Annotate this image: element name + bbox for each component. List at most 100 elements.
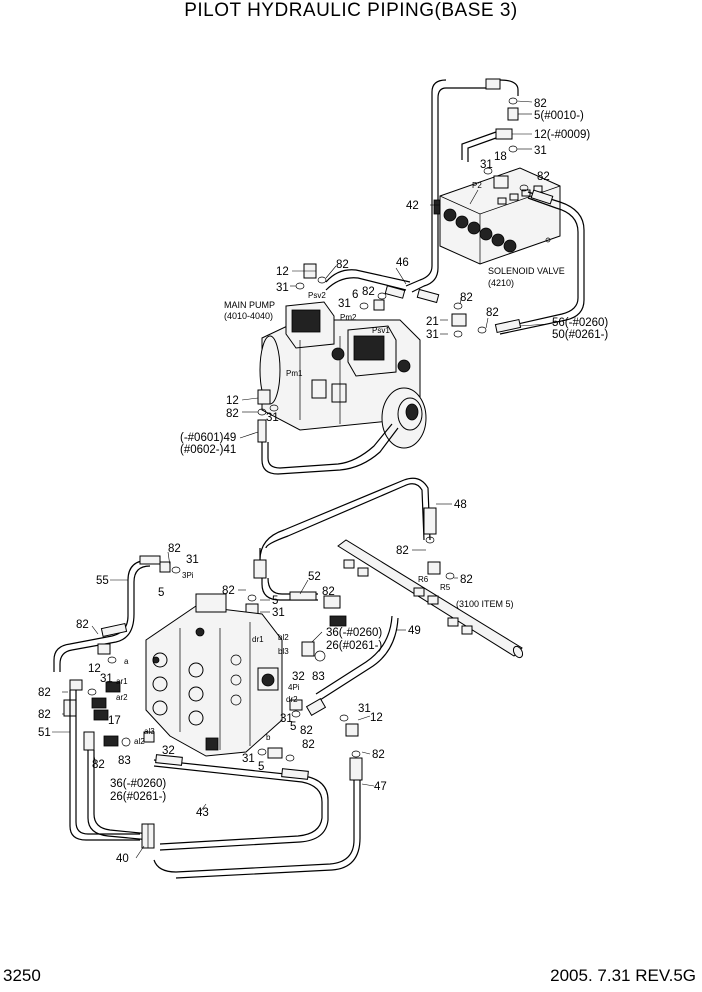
fitting-21 <box>451 313 467 327</box>
hose-49-upper-inner <box>267 423 393 469</box>
callout-82-h: 82 <box>322 586 335 598</box>
callout-36-b: 36(-#0260) <box>110 778 166 790</box>
label-port-psv2: Psv2 <box>308 291 326 300</box>
hose-52-fitting <box>289 591 317 601</box>
revision-stamp: 2005. 7.31 REV.5G <box>550 966 696 985</box>
callout-6: 6 <box>352 289 358 301</box>
callout-5-top: 5(#0010-) <box>534 110 584 122</box>
label-item-ref: (3100 ITEM 5) <box>456 599 514 609</box>
callout-31-left: 31 <box>100 673 113 685</box>
oring-31-m <box>291 710 301 718</box>
fitting-r6 <box>427 561 441 575</box>
label-port-ar2: ar2 <box>116 693 128 702</box>
hose-47-inner <box>175 760 361 879</box>
page-title: PILOT HYDRAULIC PIPING(BASE 3) <box>184 0 518 21</box>
callout-21: 21 <box>426 316 439 328</box>
callout-83-a: 83 <box>118 755 131 767</box>
oring-31-c <box>453 330 463 338</box>
clamp-40 <box>141 823 155 849</box>
callout-82-n: 82 <box>302 739 315 751</box>
callout-82-e2: 82 <box>168 543 181 555</box>
fitting-ar2 <box>103 735 119 747</box>
callout-18: 18 <box>494 151 507 163</box>
callout-5-e: 5 <box>158 587 164 599</box>
fitting-32-a <box>143 731 155 743</box>
callout-82-low: 82 <box>226 408 239 420</box>
label-main-pump: MAIN PUMP <box>224 300 275 310</box>
callout-49-a: (-#0601)49 <box>180 432 236 444</box>
fitting-12-r <box>345 723 359 737</box>
fitting-5-e <box>159 561 171 573</box>
fitting-ar1 <box>105 681 121 693</box>
callout-52: 52 <box>308 571 321 583</box>
oring-82-top <box>508 97 518 105</box>
callout-51: 51 <box>38 727 51 739</box>
callout-31-top: 31 <box>534 145 547 157</box>
hose-42-pump-fitting <box>416 288 440 304</box>
hose-55-inner <box>59 565 151 672</box>
fitting-36-a <box>329 615 347 627</box>
callout-82-sv: 82 <box>537 171 550 183</box>
callout-55: 55 <box>96 575 109 587</box>
callout-5-m: 5 <box>290 721 296 733</box>
label-port-psv1: Psv1 <box>372 326 390 335</box>
callout-82-c: 82 <box>460 292 473 304</box>
fitting-6 <box>373 299 385 311</box>
callout-82-pump: 82 <box>336 259 349 271</box>
hose-42-inner <box>405 79 447 287</box>
page-number: 3250 <box>3 966 41 985</box>
callout-12-left: 12 <box>88 663 101 675</box>
hose-43-inner <box>153 765 323 845</box>
oring-82-pump <box>317 276 327 284</box>
hose-49-fitting <box>257 419 267 443</box>
hose-42-clamp <box>433 199 441 215</box>
label-port-dr2: dr2 <box>286 695 298 704</box>
label-port-r6: R6 <box>418 575 429 584</box>
hose-55-fitting-top <box>139 555 161 565</box>
callout-42: 42 <box>406 200 419 212</box>
callout-26-b: 26(#0261-) <box>110 791 166 803</box>
hose-48-inner <box>265 483 425 549</box>
hose-43-left <box>93 750 151 835</box>
callout-82-l1: 82 <box>38 687 51 699</box>
callout-5-g: 5 <box>272 595 278 607</box>
oring-82-b <box>377 292 387 300</box>
callout-82-r: 82 <box>372 749 385 761</box>
oring-82-r <box>351 750 361 758</box>
callout-83-b: 83 <box>312 671 325 683</box>
fitting-83-b <box>314 650 326 662</box>
callout-12-low: 12 <box>226 395 239 407</box>
callout-43: 43 <box>196 807 209 819</box>
hose-42-top-bend <box>499 79 519 96</box>
callout-82-g: 82 <box>222 585 235 597</box>
hose-52-top-fitting <box>253 559 267 579</box>
hose-52-inner <box>267 577 318 595</box>
label-port-p2: P2 <box>472 181 482 190</box>
oring-82-d <box>477 326 487 334</box>
callout-82-b: 82 <box>362 286 375 298</box>
callout-31-g: 31 <box>272 607 285 619</box>
label-solenoid-code: (4210) <box>488 278 514 288</box>
oring-31-sv <box>483 167 493 175</box>
hose-48 <box>259 477 431 561</box>
callout-31-m: 31 <box>280 713 293 725</box>
callout-82-left: 82 <box>76 619 89 631</box>
hose-43 <box>153 759 329 851</box>
callout-12-pump: 12 <box>276 266 289 278</box>
callout-31-pump: 31 <box>276 282 289 294</box>
label-port-al3: al3 <box>144 727 155 736</box>
callout-46: 46 <box>396 257 409 269</box>
main-control-valve <box>145 593 283 757</box>
callout-31-low: 31 <box>266 412 279 424</box>
label-port-pm1: Pm1 <box>286 369 303 378</box>
hose-56-fitting-bottom <box>494 318 522 334</box>
label-port-ar1: ar1 <box>116 677 128 686</box>
callout-12-top: 12(-#0009) <box>534 129 590 141</box>
callout-50: 50(#0261-) <box>552 329 608 341</box>
fitting-82-h <box>323 595 341 609</box>
label-port-4pi: 4Pi <box>288 683 300 692</box>
fitting-5-m <box>289 699 303 711</box>
fitting-17 <box>91 697 109 721</box>
oring-31-n <box>257 748 267 756</box>
